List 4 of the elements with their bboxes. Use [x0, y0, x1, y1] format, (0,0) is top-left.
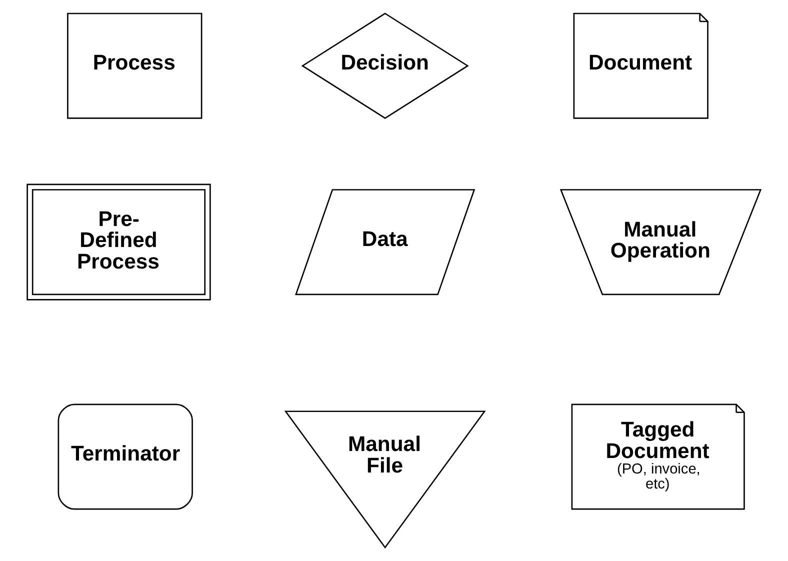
node-box: Pre- Defined Process — [26, 184, 211, 300]
node-diamond: Decision — [301, 12, 469, 119]
node-box: Process — [67, 12, 202, 119]
node-box: Terminator — [58, 404, 193, 510]
